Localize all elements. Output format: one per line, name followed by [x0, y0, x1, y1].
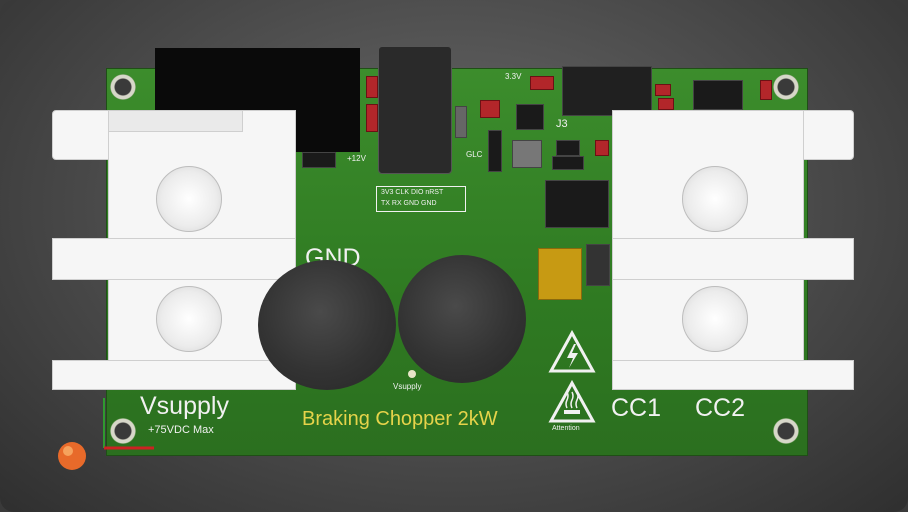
terminal-block-left — [108, 110, 243, 132]
screw-icon — [682, 166, 748, 232]
mounting-hole-top-right — [773, 74, 799, 100]
led-label: GLC — [466, 150, 483, 159]
resistor — [655, 84, 671, 96]
screw-icon — [682, 286, 748, 352]
electrolytic-capacitor — [258, 260, 396, 390]
vsupply-pad — [408, 370, 416, 378]
mounting-hole-bottom-right — [773, 418, 799, 444]
smd-chip — [693, 80, 743, 110]
resistor — [760, 80, 772, 100]
terminal-block-left — [52, 238, 296, 280]
vsupply-label: Vsupply — [140, 392, 229, 420]
screw-icon — [156, 166, 222, 232]
resistor — [658, 98, 674, 110]
smd-chip — [488, 130, 502, 172]
vsupply-pad-label: Vsupply — [393, 382, 422, 391]
terminal-block-right — [612, 238, 854, 280]
terminal-block-right — [612, 360, 854, 390]
tantalum-capacitor — [538, 248, 582, 300]
cc2-label: CC2 — [695, 394, 746, 422]
high-voltage-warning-icon — [548, 330, 596, 373]
screw-icon — [156, 286, 222, 352]
terminal-block-left — [52, 360, 296, 390]
axis-gizmo-icon — [58, 398, 154, 470]
resistor — [595, 140, 609, 156]
resistor — [530, 76, 554, 90]
resistor — [366, 76, 378, 98]
smd-chip — [512, 140, 542, 168]
smd-chip — [586, 244, 610, 286]
smd-chip — [455, 106, 467, 138]
header-legend: 3V3 CLK DIO nRST TX RX GND GND — [376, 186, 466, 212]
resistor — [480, 100, 500, 118]
v33-label: 3.3V — [505, 72, 522, 81]
hot-surface-warning-icon — [548, 380, 596, 423]
smd-chip — [556, 140, 580, 156]
smd-chip — [302, 152, 336, 168]
warning-text: Attention — [552, 425, 580, 432]
mounting-hole-bottom-left — [110, 418, 136, 444]
header-j3 — [562, 66, 652, 116]
smd-chip — [516, 104, 544, 130]
cc1-label: CC1 — [611, 394, 662, 422]
header-legend-row2: TX RX GND GND — [381, 200, 437, 207]
smd-chip — [545, 180, 609, 228]
resistor — [366, 104, 378, 132]
electrolytic-capacitor — [398, 255, 526, 383]
v12-label: +12V — [347, 154, 366, 163]
j3-label: J3 — [556, 118, 568, 130]
mounting-hole-top-left — [110, 74, 136, 100]
header-legend-row1: 3V3 CLK DIO nRST — [381, 189, 444, 196]
inductor — [378, 46, 452, 174]
vsupply-max-label: +75VDC Max — [148, 424, 214, 436]
smd-chip — [552, 156, 584, 170]
board-title: Braking Chopper 2kW — [302, 408, 498, 430]
